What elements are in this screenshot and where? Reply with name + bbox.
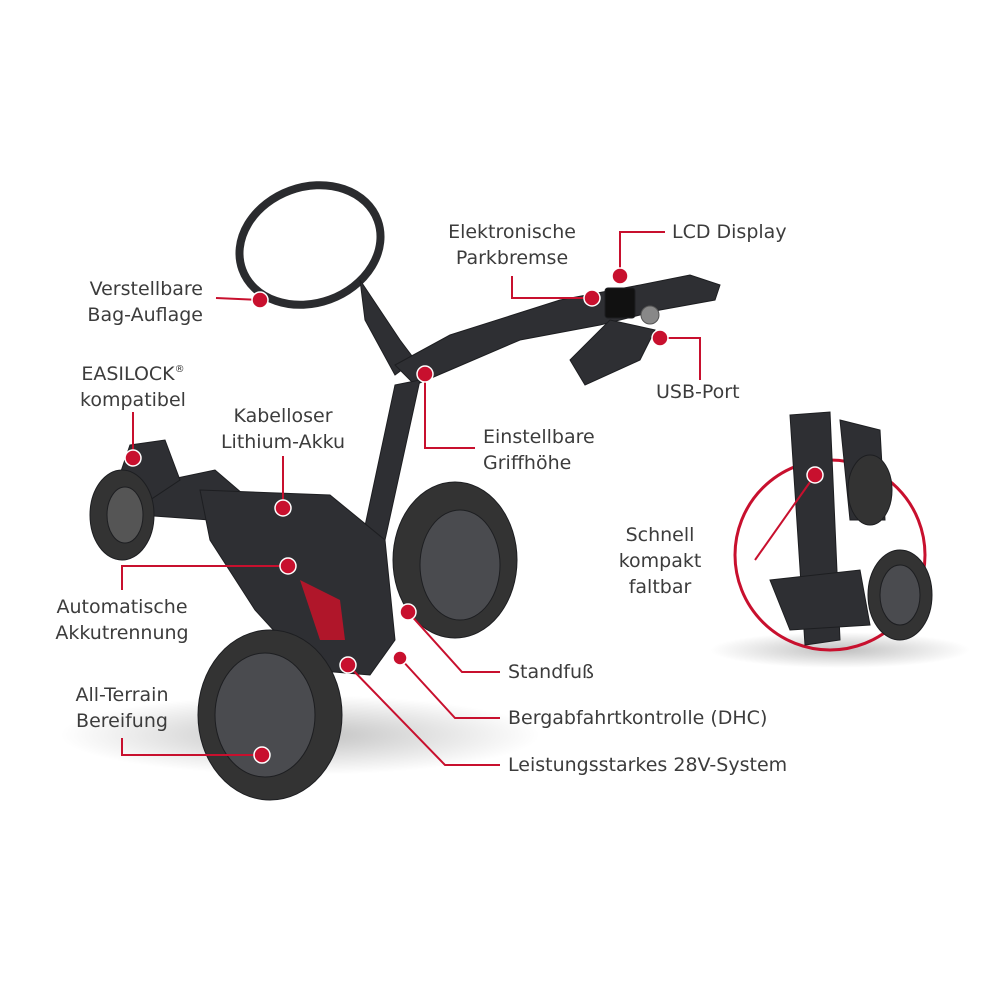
- label-bereifung: All-Terrain Bereifung: [76, 682, 169, 734]
- callout-lines: [121, 231, 816, 766]
- label-line: Griffhöhe: [483, 452, 572, 474]
- label-akku: Kabelloser Lithium-Akku: [221, 403, 345, 455]
- label-easilock: EASILOCK® kompatibel: [80, 357, 186, 413]
- dot-dhc: [392, 650, 408, 666]
- label-line: Lithium-Akku: [220, 431, 346, 453]
- callout-dots: [124, 267, 824, 764]
- label-line: USB-Port: [656, 381, 740, 403]
- dot-system: [339, 656, 357, 674]
- label-line: Leistungsstarkes 28V-System: [508, 754, 788, 776]
- dot-lcd: [611, 267, 629, 285]
- label-28v-system: Leistungsstarkes 28V-System: [508, 752, 787, 778]
- dot-griff: [416, 365, 434, 383]
- label-line: Bag-Auflage: [87, 304, 203, 326]
- dot-faltbar: [806, 466, 824, 484]
- label-line: LCD Display: [672, 221, 787, 243]
- label-line: EASILOCK®: [80, 357, 186, 387]
- dot-reifen: [253, 746, 271, 764]
- dot-parkbremse: [583, 289, 601, 307]
- dot-bag: [251, 291, 269, 309]
- label-line: kompatibel: [80, 389, 186, 411]
- label-line: Bereifung: [76, 710, 168, 732]
- label-line: Akkutrennung: [55, 622, 189, 644]
- label-line: kompakt: [618, 550, 702, 572]
- label-line: faltbar: [628, 576, 692, 598]
- dot-standfuss: [399, 603, 417, 621]
- label-griffhoehe: Einstellbare Griffhöhe: [483, 424, 595, 476]
- dot-usb: [651, 329, 669, 347]
- label-line: Bergabfahrtkontrolle (DHC): [508, 707, 768, 729]
- label-usb: USB-Port: [656, 379, 740, 405]
- label-dhc: Bergabfahrtkontrolle (DHC): [508, 705, 767, 731]
- label-line: All-Terrain: [75, 684, 169, 706]
- label-line: Parkbremse: [455, 247, 569, 269]
- label-parkbremse: Elektronische Parkbremse: [448, 219, 576, 271]
- label-line: Automatische: [56, 596, 188, 618]
- main-trolley: [89, 181, 721, 801]
- label-line: Elektronische: [448, 221, 576, 243]
- dot-easilock: [124, 449, 142, 467]
- label-line: Kabelloser: [233, 405, 333, 427]
- label-lcd: LCD Display: [672, 219, 787, 245]
- dot-akku: [274, 499, 292, 517]
- label-akkutrennung: Automatische Akkutrennung: [55, 594, 188, 646]
- label-line: Einstellbare: [483, 426, 595, 448]
- label-line: Schnell: [625, 524, 695, 546]
- registered-mark: ®: [174, 364, 185, 375]
- label-line: Standfuß: [508, 661, 594, 683]
- dot-trennung: [279, 557, 297, 575]
- label-faltbar: Schnell kompakt faltbar: [619, 522, 702, 600]
- label-line: Verstellbare: [89, 278, 203, 300]
- easilock-text: EASILOCK: [81, 363, 175, 385]
- label-standfuss: Standfuß: [508, 659, 594, 685]
- label-bag-auflage: Verstellbare Bag-Auflage: [87, 276, 203, 328]
- folded-trolley: [769, 411, 933, 646]
